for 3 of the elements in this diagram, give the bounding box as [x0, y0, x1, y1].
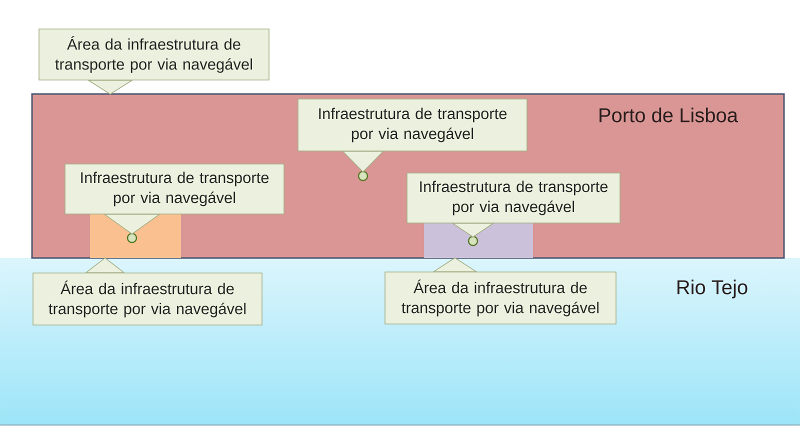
location-dot — [358, 170, 368, 182]
location-dot — [468, 236, 478, 246]
location-dot — [126, 232, 138, 244]
